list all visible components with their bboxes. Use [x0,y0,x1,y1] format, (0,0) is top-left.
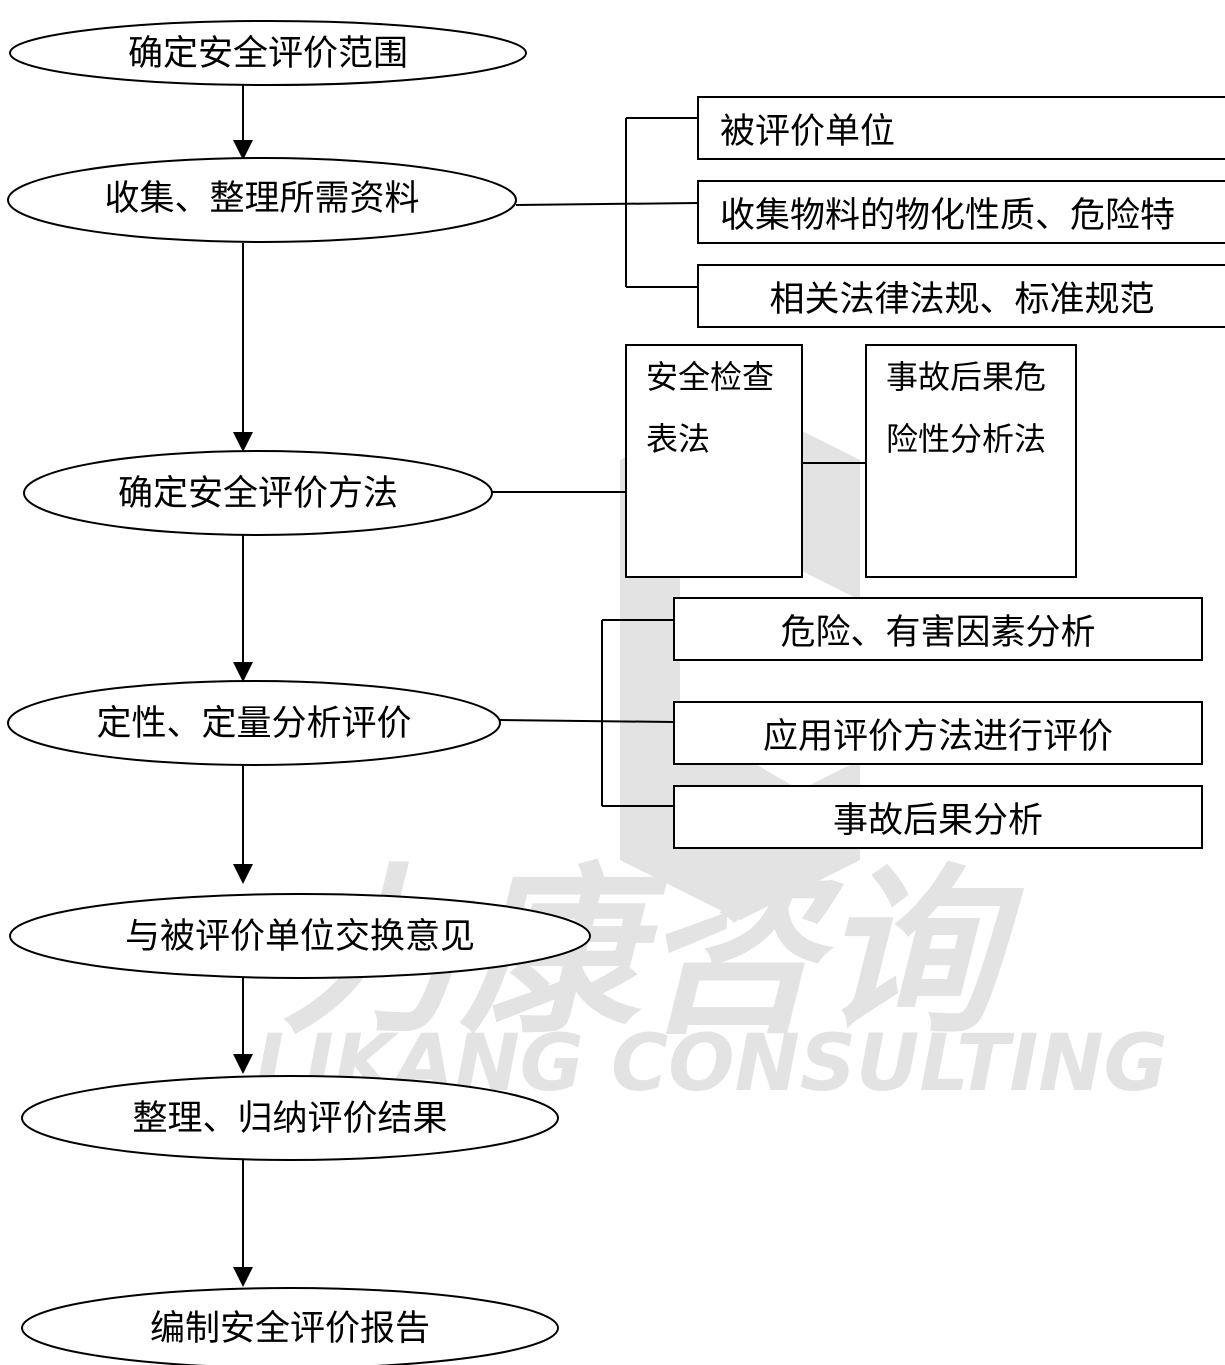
analysis-box-1 [673,597,1203,661]
analysis-box-3 [673,785,1203,849]
materials-box-3 [697,264,1225,328]
analysis-item-1: 危险、有害因素分析 [780,613,1095,653]
method-1-line-2: 表法 [646,420,710,458]
method-1-line-1: 安全检查 [646,358,774,396]
materials-box-2 [697,180,1225,244]
flow-step-3-label: 确定安全评价方法 [118,474,398,514]
flow-step-6-label: 整理、归纳评价结果 [132,1099,447,1139]
flow-step-6: 整理、归纳评价结果 [21,1075,559,1161]
flow-step-4: 定性、定量分析评价 [7,680,501,766]
materials-branch: 被评价单位 收集物料的物化性质、危险特 相关法律法规、标准规范 [515,96,1225,328]
flow-step-3: 确定安全评价方法 [23,450,493,536]
materials-item-1: 被评价单位 [720,112,895,152]
materials-item-2: 收集物料的物化性质、危险特 [720,196,1175,236]
analysis-box-2 [673,701,1203,765]
flow-step-2-label: 收集、整理所需资料 [104,179,419,219]
analysis-branch: 危险、有害因素分析 应用评价方法进行评价 事故后果分析 [499,597,1203,849]
flow-step-5-label: 与被评价单位交换意见 [125,917,475,957]
methods-branch: 安全检查 表法 事故后果危 险性分析法 [492,344,1077,578]
method-box-1 [625,344,803,578]
method-2-line-2: 险性分析法 [886,420,1046,458]
flow-step-7: 编制安全评价报告 [21,1287,559,1365]
flow-step-7-label: 编制安全评价报告 [150,1309,430,1349]
analysis-item-3: 事故后果分析 [833,801,1043,841]
materials-item-3: 相关法律法规、标准规范 [769,280,1154,320]
analysis-item-2: 应用评价方法进行评价 [763,717,1113,757]
flow-step-5: 与被评价单位交换意见 [9,893,591,979]
flow-step-1-label: 确定安全评价范围 [128,34,408,74]
method-box-2 [865,344,1077,578]
materials-box-1 [697,96,1225,160]
flow-step-1: 确定安全评价范围 [9,20,527,86]
method-2-line-1: 事故后果危 [886,358,1046,396]
flow-step-4-label: 定性、定量分析评价 [96,704,411,744]
flow-step-2: 收集、整理所需资料 [7,157,517,243]
